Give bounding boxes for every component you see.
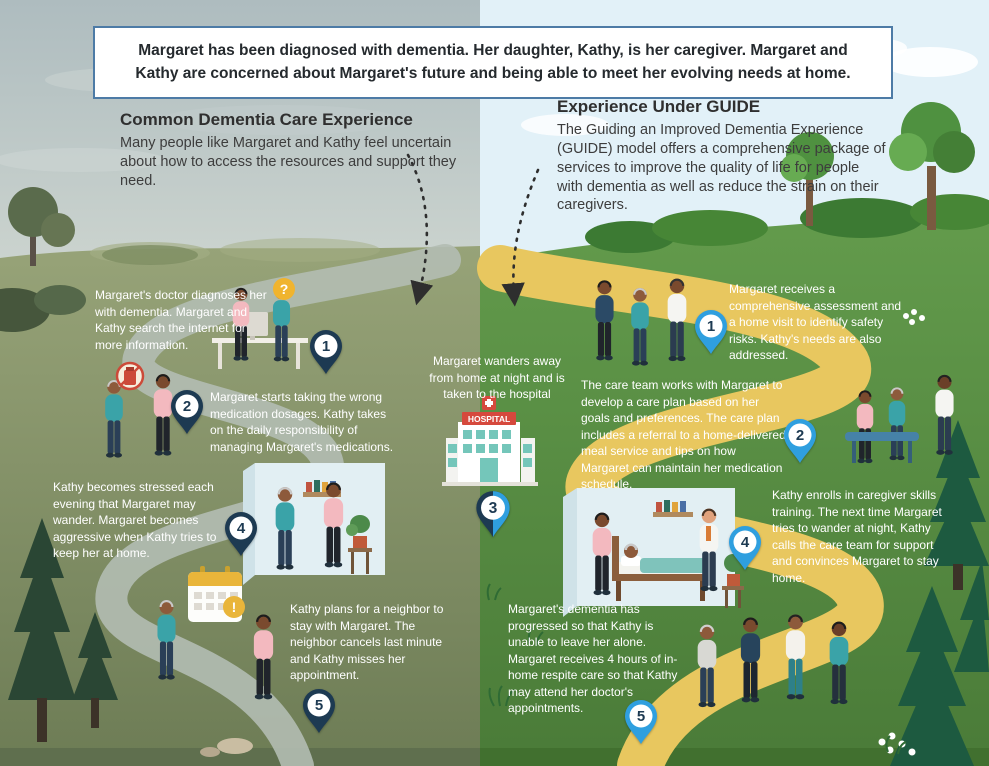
right-column-header: Experience Under GUIDE The Guiding an Im… <box>557 97 887 215</box>
left-step-1-text: Margaret's doctor diagnoses her with dem… <box>95 288 267 352</box>
left-step-5-text: Kathy plans for a neighbor to stay with … <box>290 602 444 683</box>
right-step-1-text: Margaret receives a comprehensive assess… <box>729 282 902 363</box>
map-pin-left-1: 1 <box>310 330 342 374</box>
svg-text:5: 5 <box>637 708 645 725</box>
map-pin-right-1: 1 <box>695 310 727 354</box>
svg-text:3: 3 <box>489 500 498 517</box>
svg-text:?: ? <box>280 281 289 297</box>
svg-text:5: 5 <box>315 697 323 714</box>
right-treeline <box>585 102 989 253</box>
scene-right-4-home-visit <box>563 488 744 617</box>
map-pin-right-4: 4 <box>729 526 761 570</box>
flowers <box>878 309 925 756</box>
scene-right-2-care-plan <box>845 374 954 464</box>
map-pin-right-5: 5 <box>625 700 657 744</box>
center-step-3-text: Margaret wanders away from home at night… <box>429 354 565 402</box>
svg-text:1: 1 <box>322 338 330 355</box>
map-pin-left-5: 5 <box>303 689 335 733</box>
left-pine-trees <box>8 518 118 742</box>
svg-text:1: 1 <box>707 318 715 335</box>
svg-text:!: ! <box>232 599 237 615</box>
svg-text:4: 4 <box>741 534 750 551</box>
right-step-2-text: The care team works with Margaret to dev… <box>581 378 786 492</box>
svg-text:2: 2 <box>796 427 804 444</box>
left-trees <box>0 187 198 332</box>
left-step-2-text: Margaret starts taking the wrong medicat… <box>210 390 394 454</box>
grass-tufts <box>486 583 544 707</box>
alert-icon: ! <box>223 596 245 618</box>
left-subheading: Many people like Margaret and Kathy feel… <box>120 135 457 189</box>
right-step-4-text: Kathy enrolls in caregiver skills traini… <box>772 488 942 585</box>
right-step-5-text: Margaret's dementia has progressed so th… <box>508 602 678 716</box>
wrong-medication-icon <box>115 361 145 391</box>
map-pin-center-3: 3 <box>476 491 510 537</box>
rock <box>217 738 253 754</box>
hospital-sign: HOSPITAL <box>468 414 510 424</box>
left-dashed-arrow <box>406 153 434 306</box>
map-pin-left-4: 4 <box>225 512 257 556</box>
right-pine-trees <box>890 420 989 766</box>
map-pin-left-2: 2 <box>171 390 203 434</box>
rock <box>200 747 220 757</box>
right-path <box>477 245 884 766</box>
scene-left-4-home <box>243 463 385 585</box>
scene-left-5-calendar: ! <box>157 566 274 700</box>
scene-left-1-search: ? <box>212 278 308 369</box>
svg-text:2: 2 <box>183 398 191 415</box>
hospital-icon: HOSPITAL <box>442 396 538 486</box>
left-column-header: Common Dementia Care Experience Many peo… <box>120 110 472 191</box>
right-subheading: The Guiding an Improved Dementia Experie… <box>557 122 886 214</box>
left-step-4-text: Kathy becomes stressed each evening that… <box>53 480 217 561</box>
left-heading: Common Dementia Care Experience <box>120 110 413 129</box>
svg-text:4: 4 <box>237 520 246 537</box>
scene-left-2-medication <box>105 361 173 458</box>
right-heading: Experience Under GUIDE <box>557 97 761 116</box>
intro-banner: Margaret has been diagnosed with dementi… <box>93 26 893 99</box>
question-icon: ? <box>273 278 295 300</box>
map-pin-right-2: 2 <box>784 419 816 463</box>
